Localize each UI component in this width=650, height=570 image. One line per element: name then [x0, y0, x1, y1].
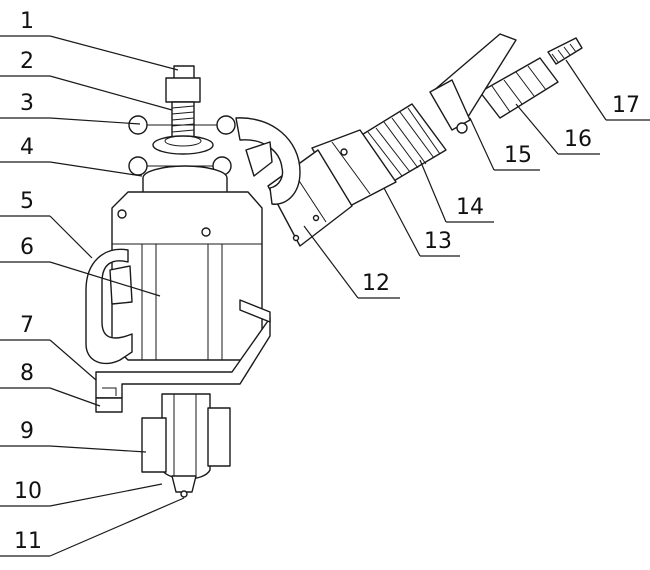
label-6: 6 — [20, 235, 34, 260]
side-handle — [85, 248, 133, 365]
label-12: 12 — [362, 271, 390, 296]
label-1: 1 — [20, 9, 34, 34]
label-4: 4 — [20, 135, 34, 160]
label-5: 5 — [20, 189, 34, 214]
label-7: 7 — [20, 313, 34, 338]
label-14: 14 — [456, 195, 484, 220]
label-11: 11 — [14, 529, 42, 554]
main-body — [111, 191, 263, 361]
label-13: 13 — [424, 229, 452, 254]
base-plate — [95, 299, 271, 413]
c-frame — [235, 117, 301, 205]
feed-screw — [128, 65, 236, 208]
label-17: 17 — [612, 93, 640, 118]
label-2: 2 — [20, 49, 34, 74]
label-9: 9 — [20, 419, 34, 444]
part-numbers: 1 2 3 4 5 6 7 8 9 10 11 12 13 14 15 16 1… — [14, 9, 640, 554]
tool-drawing — [85, 33, 583, 498]
label-3: 3 — [20, 91, 34, 116]
label-10: 10 — [14, 479, 42, 504]
leader-lines — [0, 35, 650, 557]
label-16: 16 — [564, 127, 592, 152]
spindle — [141, 393, 231, 498]
label-8: 8 — [20, 361, 34, 386]
label-15: 15 — [504, 143, 532, 168]
hose-assembly — [267, 33, 583, 247]
